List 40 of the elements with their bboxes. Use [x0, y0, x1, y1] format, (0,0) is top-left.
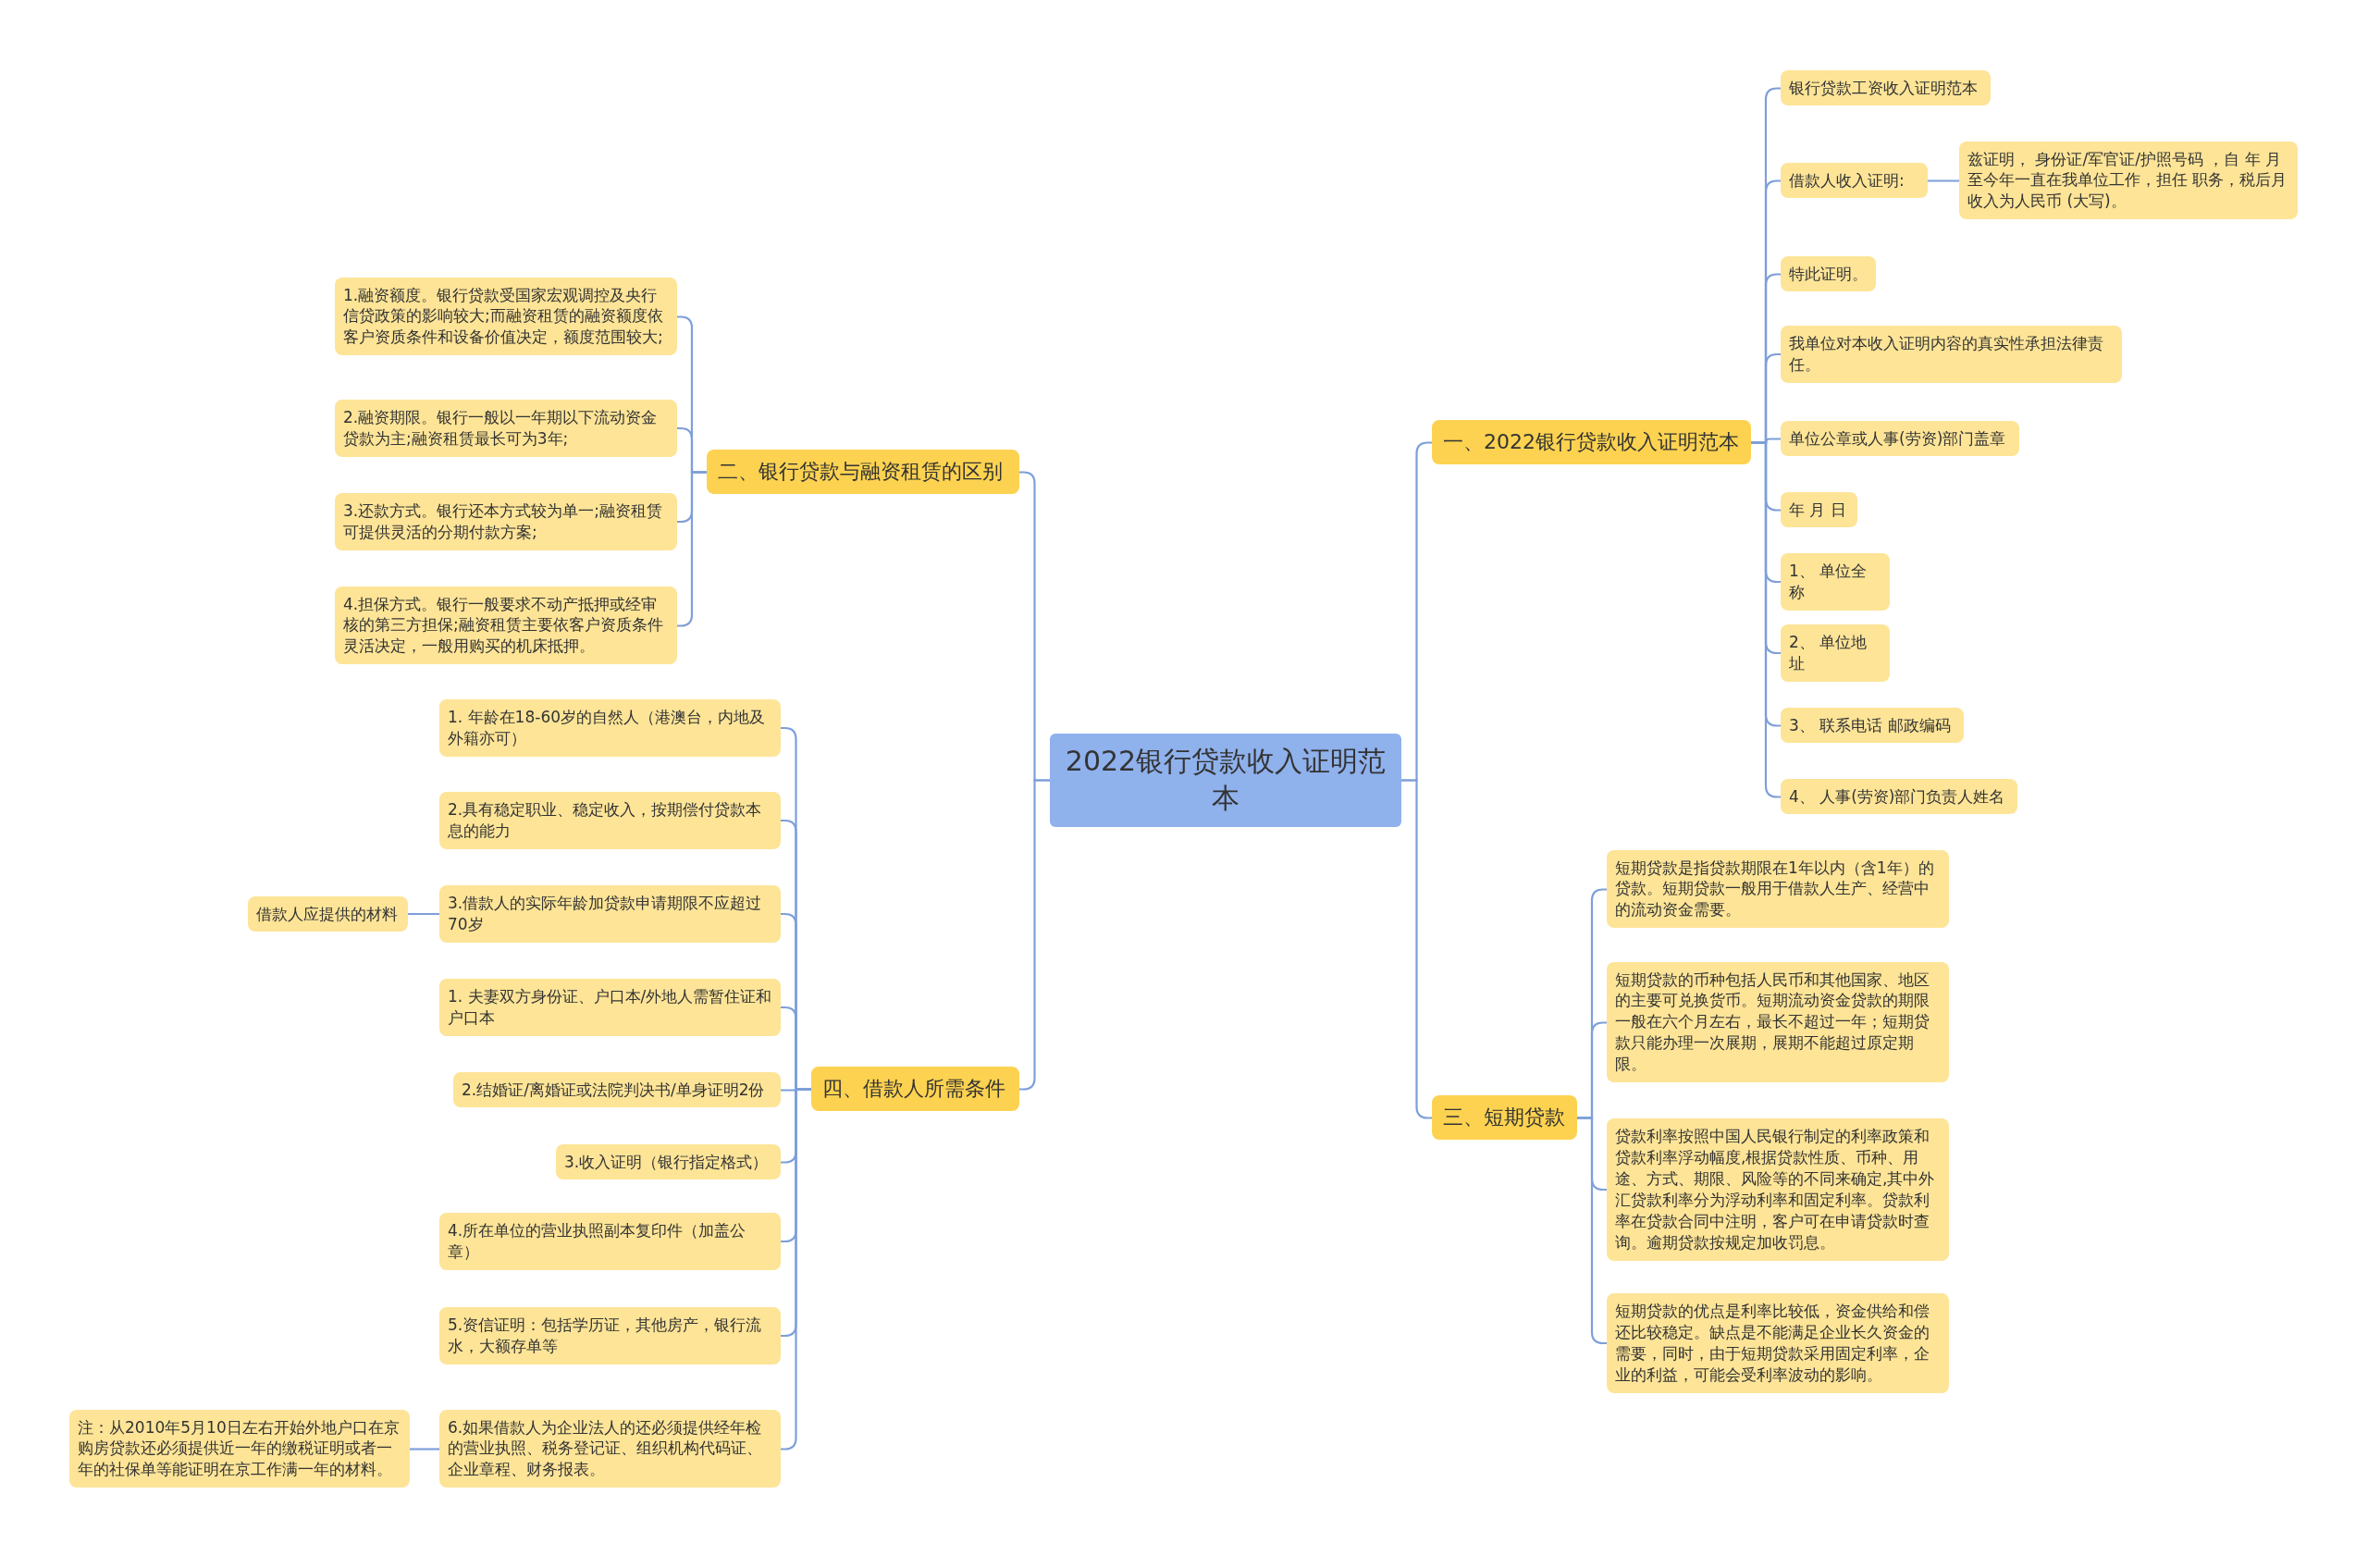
subtopic-box: 1. 年龄在18-60岁的自然人（港澳台，内地及外籍亦可）: [439, 699, 781, 757]
subtopic-box: 兹证明， 身份证/军官证/护照号码 ，自 年 月至今年一直在我单位工作，担任 职务，税后月收入为人民币 (大写)。: [1959, 141, 2298, 220]
subtopic-box: 1. 夫妻双方身份证、户口本/外地人需暂住证和户口本: [439, 979, 781, 1036]
subtopic-box: 3、 联系电话 邮政编码: [1781, 707, 1964, 744]
subtopic-box: 年 月 日: [1781, 491, 1857, 528]
central-topic-box: 2022银行贷款收入证明范本: [1050, 733, 1401, 827]
subtopic-box: 短期贷款是指贷款期限在1年以内（含1年）的贷款。短期贷款一般用于借款人生产、经营中的流动资金需要。: [1607, 849, 1949, 929]
subtopic-box: 我单位对本收入证明内容的真实性承担法律责任。: [1781, 326, 2122, 383]
subtopic-box: 6.如果借款人为企业法人的还必须提供经年检的营业执照、税务登记证、组织机构代码证、企业章程、财务报表。: [439, 1409, 781, 1488]
subtopic-box: 银行贷款工资收入证明范本: [1781, 69, 1991, 106]
subtopic-box: 2.具有稳定职业、稳定收入，按期偿付贷款本息的能力: [439, 792, 781, 849]
subtopic-box: 贷款利率按照中国人民银行制定的利率政策和贷款利率浮动幅度,根据贷款性质、币种、用途、方式、期限、风险等的不同来确定,其中外汇贷款利率分为浮动利率和固定利率。贷款利率在贷款合同中注明，客户可在申请贷款时查询。逾期贷款按规定加收罚息。: [1607, 1118, 1949, 1261]
subtopic-box: 借款人收入证明:: [1781, 162, 1928, 199]
subtopic-box: 1、 单位全称: [1781, 553, 1890, 611]
connector-line: [781, 1088, 811, 1451]
subtopic-box: 1.融资额度。银行贷款受国家宏观调控及央行信贷政策的影响较大;而融资租赁的融资额度依客户资质条件和设备价值决定，额度范围较大;: [335, 277, 677, 356]
branch-topic-box: 三、短期贷款: [1432, 1094, 1577, 1141]
subtopic-box: 2、 单位地址: [1781, 624, 1890, 682]
connector-line: [410, 1448, 439, 1451]
connector-line: [1928, 179, 1959, 182]
connector-line: [1751, 441, 1781, 798]
subtopic-box: 3.还款方式。银行还本方式较为单一;融资租赁可提供灵活的分期付款方案;: [335, 493, 677, 550]
subtopic-box: 借款人应提供的材料: [248, 895, 408, 932]
branch-topic-box: 二、银行贷款与融资租赁的区别: [707, 449, 1019, 495]
branch-topic-box: 一、2022银行贷款收入证明范本: [1432, 419, 1751, 465]
subtopic-box: 短期贷款的优点是利率比较低，资金供给和偿还比较稳定。缺点是不能满足企业长久资金的需要，同时，由于短期贷款采用固定利率，企业的利益，可能会受利率波动的影响。: [1607, 1293, 1949, 1393]
subtopic-box: 单位公章或人事(劳资)部门盖章: [1781, 420, 2019, 457]
subtopic-box: 4.所在单位的营业执照副本复印件（加盖公章）: [439, 1213, 781, 1270]
subtopic-box: 3.收入证明（银行指定格式）: [556, 1143, 781, 1180]
subtopic-box: 4、 人事(劳资)部门负责人姓名: [1781, 778, 2017, 815]
subtopic-box: 4.担保方式。银行一般要求不动产抵押或经审核的第三方担保;融资租赁主要依客户资质条件灵活决定，一般用购买的机床抵押。: [335, 586, 677, 665]
subtopic-box: 3.借款人的实际年龄加贷款申请期限不应超过70岁: [439, 885, 781, 943]
subtopic-box: 5.资信证明：包括学历证，其他房产，银行流水，大额存单等: [439, 1307, 781, 1364]
subtopic-box: 注：从2010年5月10日左右开始外地户口在京购房贷款还必须提供近一年的缴税证明或者一年的社保单等能证明在京工作满一年的材料。: [69, 1409, 410, 1488]
subtopic-box: 特此证明。: [1781, 255, 1876, 292]
subtopic-box: 短期贷款的币种包括人民币和其他国家、地区的主要可兑换货币。短期流动资金贷款的期限一般在六个月左右，最长不超过一年；短期贷款只能办理一次展期，展期不能超过原定期限。: [1607, 961, 1949, 1083]
subtopic-box: 2.结婚证/离婚证或法院判决书/单身证明2份: [453, 1071, 781, 1108]
branch-topic-box: 四、借款人所需条件: [811, 1066, 1019, 1112]
connector-line: [408, 912, 439, 916]
subtopic-box: 2.融资期限。银行一般以一年期以下流动资金贷款为主;融资租赁最长可为3年;: [335, 400, 677, 457]
